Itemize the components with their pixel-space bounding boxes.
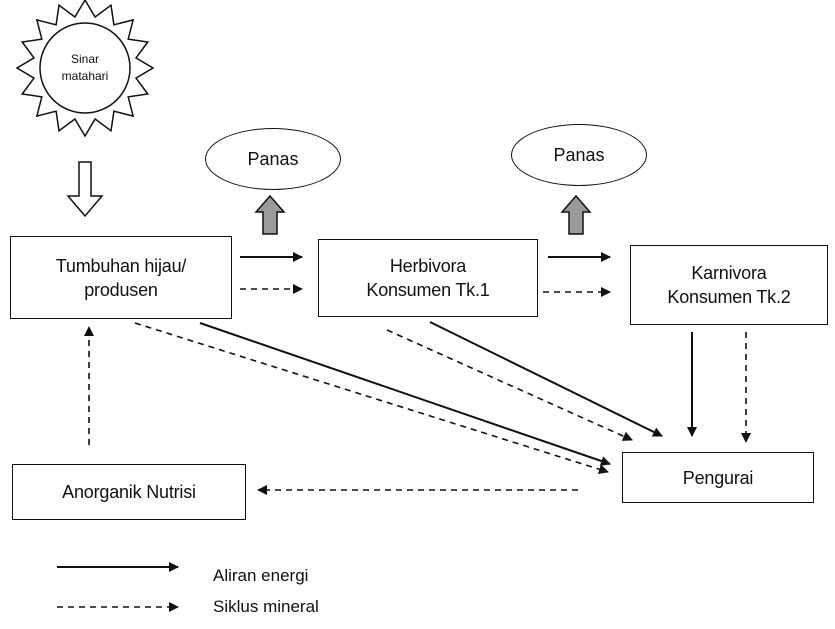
heat-right-ellipse: Panas (511, 124, 647, 186)
mineral-arrow-producer-decomposer (134, 322, 609, 475)
energy-arrow-herbivore-decomposer (429, 321, 663, 437)
nutrients-box: Anorganik Nutrisi (12, 464, 246, 520)
carnivore-label: Karnivora Konsumen Tk.2 (667, 263, 791, 307)
legend-mineral-label: Siklus mineral (213, 597, 319, 616)
heat-right-label: Panas (553, 144, 605, 165)
decomposer-box: Pengurai (622, 452, 814, 503)
producer-box: Tumbuhan hijau/ produsen (10, 236, 232, 319)
heat-left-ellipse: Panas (205, 128, 341, 190)
sunlight-arrow (66, 161, 104, 218)
heat-arrow-left (254, 194, 286, 235)
nutrients-label: Anorganik Nutrisi (62, 482, 196, 502)
decomposer-label: Pengurai (682, 467, 754, 488)
sun-label: Sinar matahari (61, 52, 109, 83)
herbivore-box: Herbivora Konsumen Tk.1 (318, 239, 538, 317)
energy-arrow-producer-decomposer (199, 322, 611, 466)
heat-left-label: Panas (247, 148, 299, 169)
producer-label: Tumbuhan hijau/ produsen (55, 255, 187, 300)
sun-icon (15, 0, 155, 138)
mineral-arrow-herbivore-decomposer (386, 329, 633, 441)
legend-energy-label: Aliran energi (213, 566, 309, 585)
carnivore-box: Karnivora Konsumen Tk.2 (630, 245, 828, 325)
herbivore-label: Herbivora Konsumen Tk.1 (366, 256, 490, 300)
heat-arrow-right (560, 194, 592, 235)
